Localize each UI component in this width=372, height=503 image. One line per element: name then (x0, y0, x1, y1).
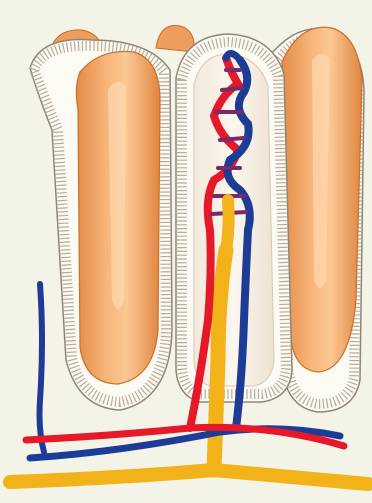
lacteal-top-segment (226, 200, 229, 250)
